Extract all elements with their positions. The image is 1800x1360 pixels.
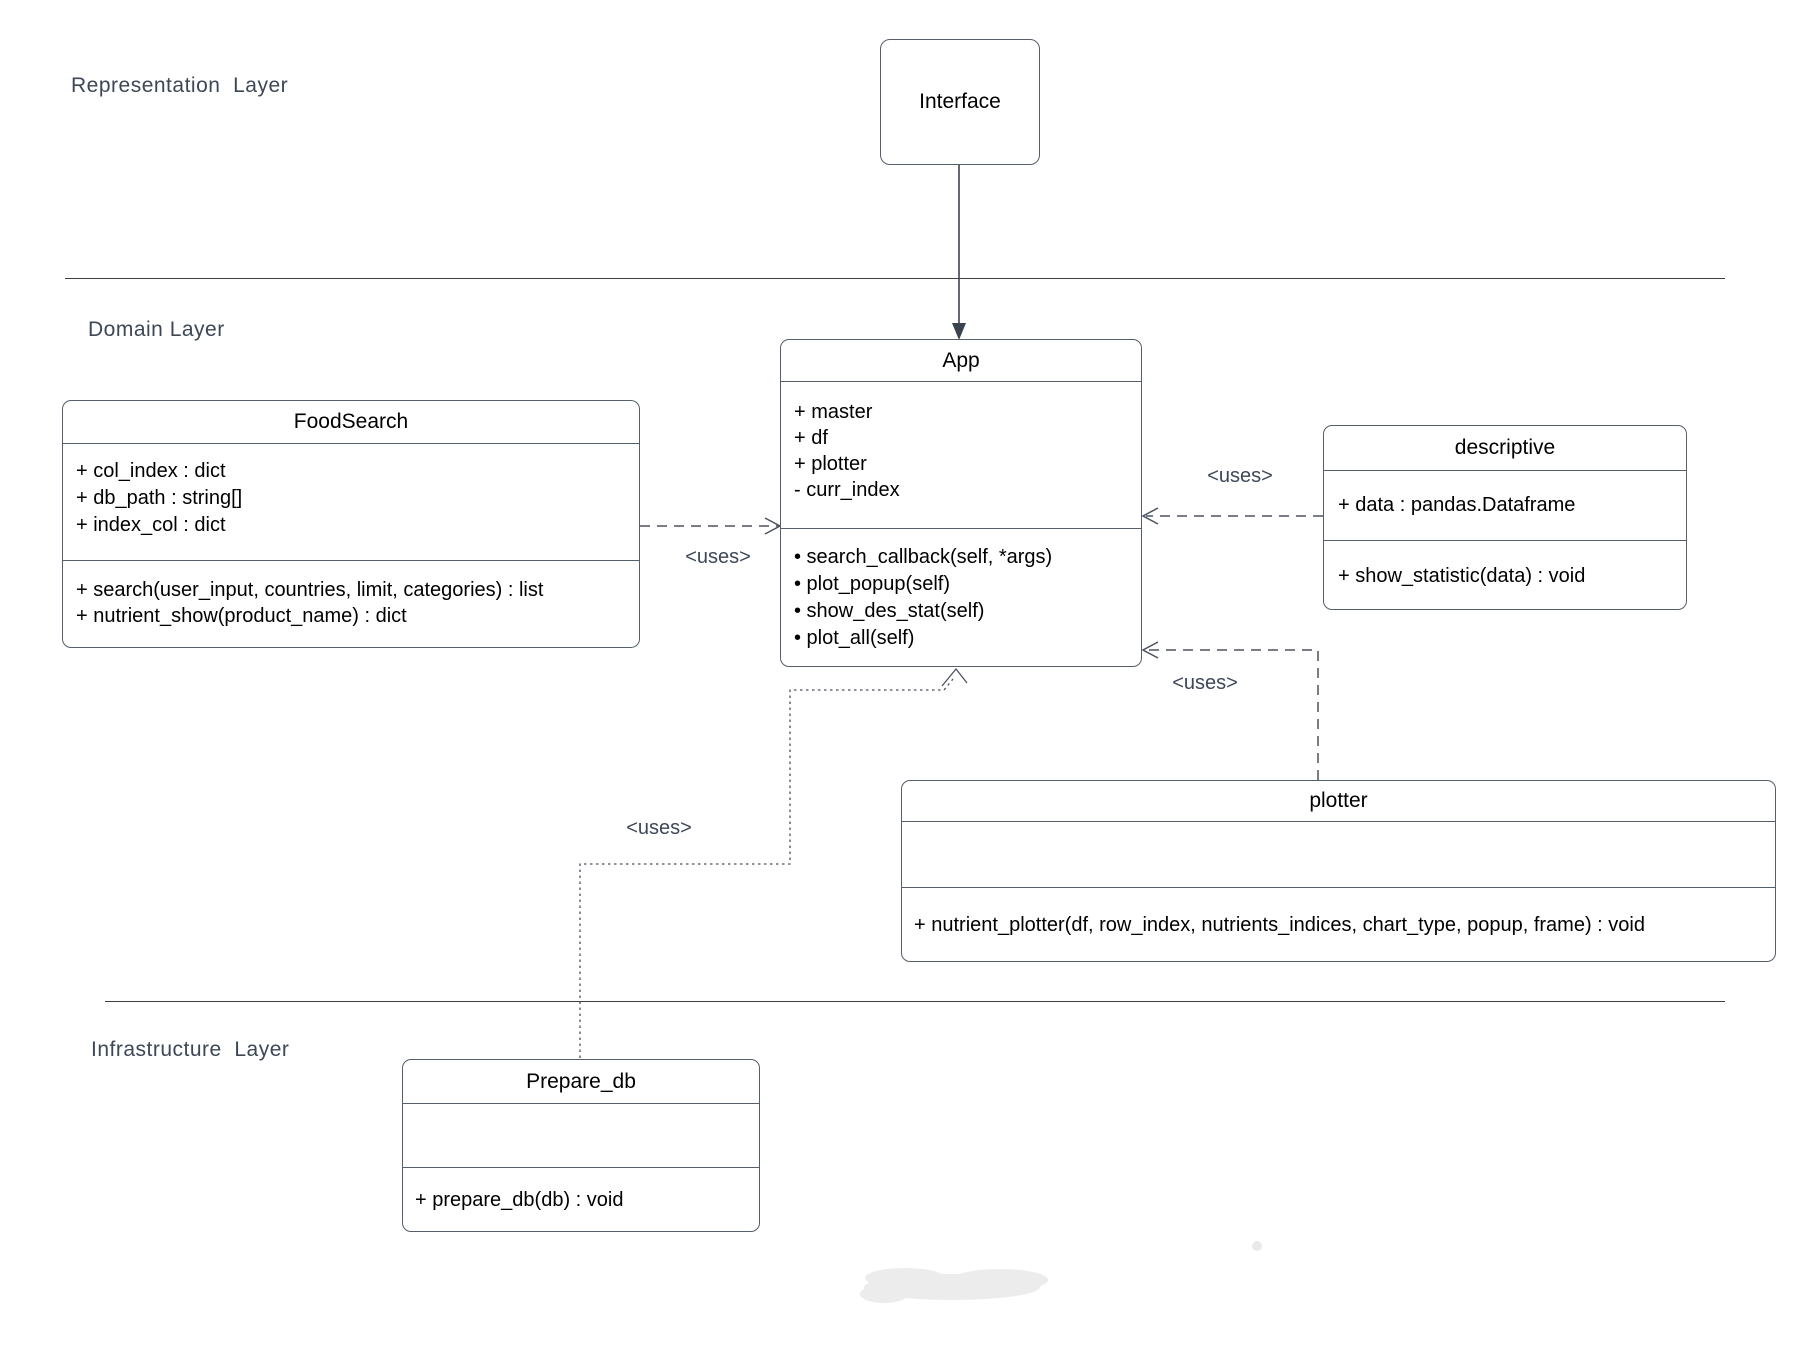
class-interface[interactable]: Interface	[880, 39, 1040, 165]
method-line: + nutrient_show(product_name) : dict	[76, 605, 407, 627]
connector-descriptive-app[interactable]	[1141, 507, 1323, 525]
class-plotter-attributes	[902, 821, 1775, 887]
layer-divider-domain-infrastructure	[105, 1001, 1725, 1002]
class-descriptive-attributes: + data : pandas.Dataframe	[1324, 470, 1686, 540]
class-plotter-title: plotter	[1309, 789, 1368, 812]
infrastructure-layer-label: Infrastructure Layer	[91, 1038, 290, 1061]
method-line: + show_statistic(data) : void	[1338, 564, 1586, 587]
connector-interface-app[interactable]	[952, 165, 966, 340]
attribute-line: + db_path : string[]	[76, 487, 243, 509]
class-app[interactable]: App + master + df + plotter - curr_index…	[780, 339, 1142, 667]
class-prepare-db-attributes	[403, 1103, 759, 1167]
class-app-attributes: + master + df + plotter - curr_index	[781, 381, 1141, 528]
attribute-line: + col_index : dict	[76, 460, 226, 482]
method-line: + search(user_input, countries, limit, c…	[76, 579, 544, 601]
smudge-dot	[1252, 1241, 1262, 1251]
connector-plotter-app[interactable]	[1141, 641, 1319, 780]
method-line: • show_des_stat(self)	[794, 600, 985, 622]
domain-layer-label: Domain Layer	[88, 318, 225, 341]
method-line: + nutrient_plotter(df, row_index, nutrie…	[914, 914, 1645, 936]
attribute-line: + data : pandas.Dataframe	[1338, 494, 1576, 516]
class-foodsearch-methods: + search(user_input, countries, limit, c…	[63, 560, 639, 649]
class-app-methods: • search_callback(self, *args) • plot_po…	[781, 528, 1141, 668]
class-descriptive-methods: + show_statistic(data) : void	[1324, 540, 1686, 611]
class-descriptive[interactable]: descriptive + data : pandas.Dataframe + …	[1323, 425, 1687, 610]
class-foodsearch-title: FoodSearch	[293, 410, 409, 433]
method-line: • search_callback(self, *args)	[794, 546, 1053, 568]
attribute-line: + df	[794, 427, 828, 449]
layer-divider-representation-domain	[65, 278, 1725, 279]
class-app-title: App	[942, 348, 980, 372]
uses-label-descriptive-app: <uses>	[1207, 465, 1273, 487]
attribute-line: + plotter	[794, 453, 867, 475]
class-plotter-methods: + nutrient_plotter(df, row_index, nutrie…	[902, 887, 1775, 963]
class-interface-title: Interface	[919, 90, 1001, 113]
attribute-line: + index_col : dict	[76, 514, 226, 536]
representation-layer-label: Representation Layer	[71, 74, 289, 97]
class-foodsearch-attributes: + col_index : dict + db_path : string[] …	[63, 443, 639, 560]
attribute-line: - curr_index	[794, 479, 900, 501]
uses-label-preparedb-app: <uses>	[626, 817, 692, 839]
class-plotter[interactable]: plotter + nutrient_plotter(df, row_index…	[901, 780, 1776, 962]
uses-label-foodsearch-app: <uses>	[685, 546, 751, 568]
class-foodsearch[interactable]: FoodSearch + col_index : dict + db_path …	[62, 400, 640, 648]
eraser-smudge	[860, 1268, 1048, 1303]
uses-label-plotter-app: <uses>	[1172, 672, 1238, 694]
attribute-line: + master	[794, 401, 873, 423]
class-prepare-db-title: Prepare_db	[526, 1069, 636, 1093]
connector-foodsearch-app[interactable]	[640, 517, 782, 535]
class-prepare-db-methods: + prepare_db(db) : void	[403, 1167, 759, 1233]
class-descriptive-title: descriptive	[1454, 436, 1556, 459]
method-line: • plot_all(self)	[794, 627, 915, 649]
method-line: + prepare_db(db) : void	[415, 1189, 624, 1211]
method-line: • plot_popup(self)	[794, 573, 950, 595]
class-prepare-db[interactable]: Prepare_db + prepare_db(db) : void	[402, 1059, 760, 1232]
